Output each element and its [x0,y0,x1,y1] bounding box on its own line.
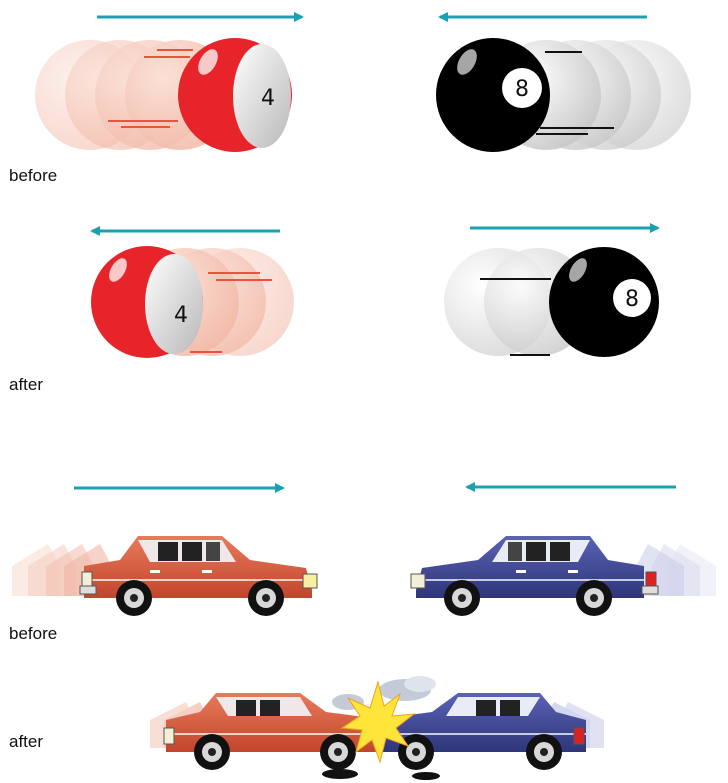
cars-after-label: after [9,732,43,751]
black-ball-number: 8 [625,287,639,312]
blue-car-before [411,536,658,616]
red-ball-4-after: 4 [91,246,203,358]
cars-before-label: before [9,624,57,643]
red-ball-4-before: 4 [178,38,292,152]
black-ball-8-before: 8 [436,38,550,152]
debris-under-cars [322,769,440,780]
balls-after-label: after [9,375,43,394]
black-ball-8-after: 8 [549,247,659,357]
black-ball-number: 8 [515,77,529,102]
balls-before-label: before [9,166,57,185]
red-ball-number: 4 [261,86,275,111]
red-ball-number: 4 [174,303,188,328]
red-car-before [80,536,317,616]
